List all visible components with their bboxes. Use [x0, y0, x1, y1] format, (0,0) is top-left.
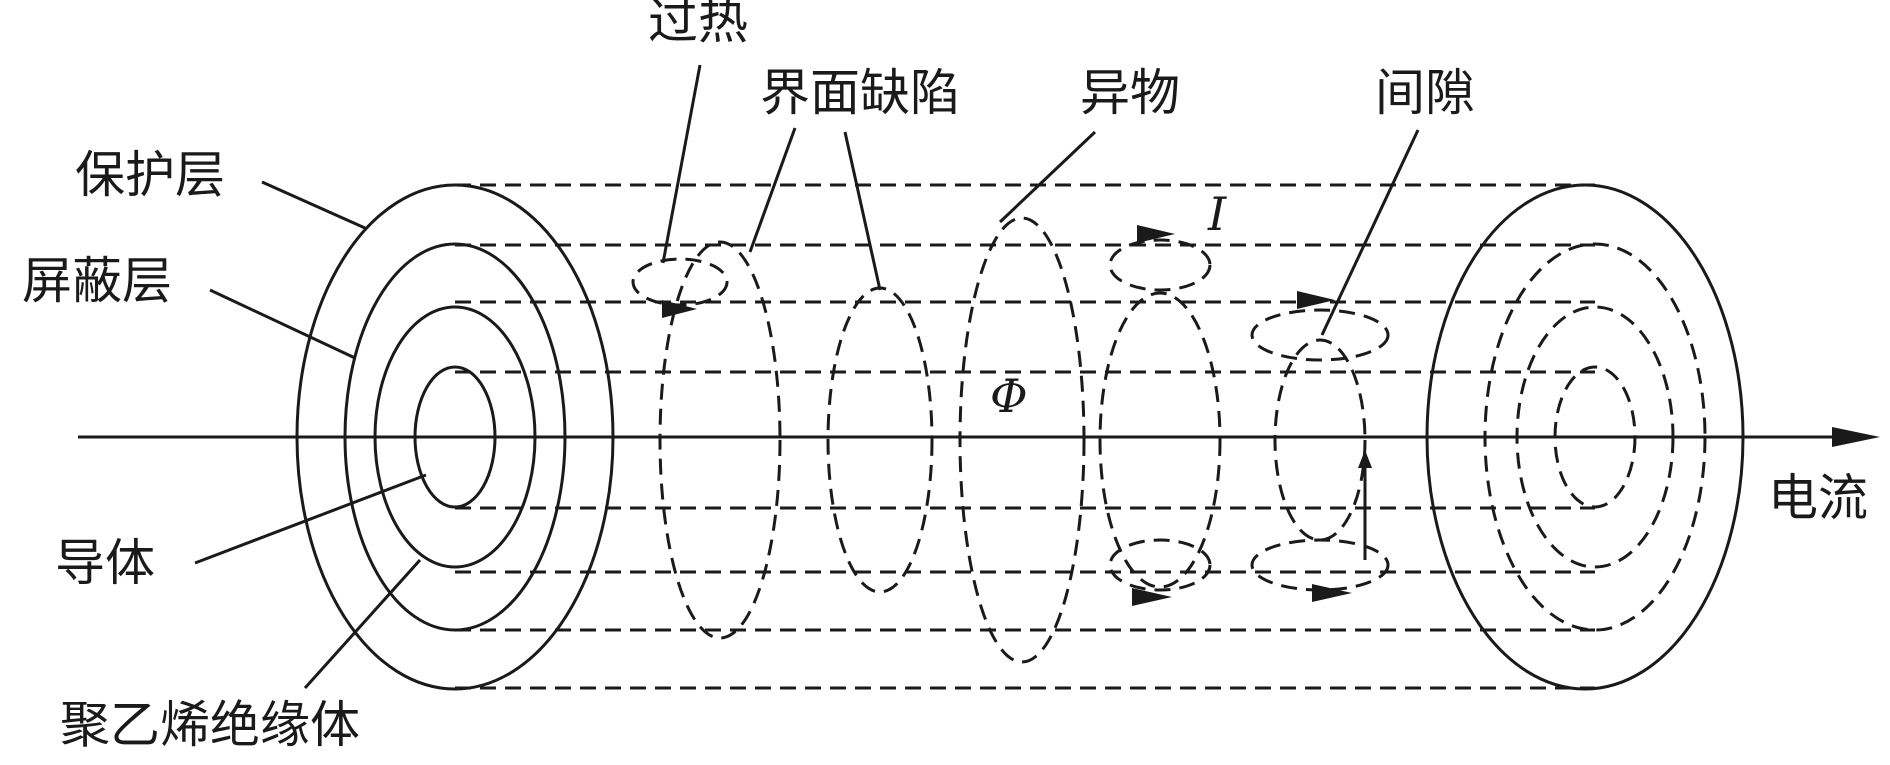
label-insulation: 聚乙烯绝缘体 [60, 696, 360, 754]
interface-defect-ring [826, 286, 934, 594]
current-bottom-arrow [1132, 588, 1172, 606]
gap-ring [1273, 338, 1367, 542]
label-shield-layer: 屏蔽层 [22, 252, 172, 310]
gap-top-arrow [1297, 291, 1335, 309]
interface-leader-right [843, 131, 882, 291]
gap-leader [1320, 129, 1420, 336]
symbol-current: I [1207, 187, 1227, 241]
insulation-leader [303, 558, 422, 690]
leader-lines [194, 64, 1420, 690]
label-interface-defect: 界面缺陷 [760, 64, 960, 122]
shield-layer-leader [209, 288, 356, 360]
current-top-arrow [1137, 225, 1175, 243]
label-overheat: 过热 [648, 0, 748, 50]
label-conductor: 导体 [55, 534, 155, 592]
label-foreign-object: 异物 [1080, 64, 1180, 122]
current-loop-top [1108, 238, 1212, 292]
symbol-flux: Φ [990, 369, 1028, 423]
overheat-leader [661, 64, 702, 264]
gap-bottom-arrow [1312, 584, 1352, 602]
protective-layer-leader [261, 180, 366, 230]
interface-leader-left [748, 127, 797, 253]
ring-1 [658, 240, 782, 640]
labels: 过热 界面缺陷 异物 间隙 保护层 屏蔽层 导体 聚乙烯绝缘体 电流 Φ I [22, 0, 1868, 754]
loop-arrows [662, 225, 1372, 606]
overheat-arrow [662, 300, 697, 318]
gap-loop-bottom [1250, 538, 1390, 592]
axis-arrowhead [1832, 427, 1880, 447]
flux-ring-tall [1098, 291, 1222, 589]
current-axis [78, 427, 1880, 447]
foreign-object-leader [998, 130, 1097, 224]
label-protective-layer: 保护层 [75, 146, 225, 204]
foreign-object-ring [958, 216, 1086, 664]
conductor-leader [194, 473, 427, 565]
current-loop-bottom [1108, 538, 1212, 592]
label-current: 电流 [1768, 469, 1868, 527]
overheat-ring [631, 257, 729, 307]
gap-vertical-arrow [1358, 450, 1372, 468]
gap-loop-top [1250, 308, 1390, 362]
defect-rings [631, 216, 1390, 664]
cable-longitudinal-lines [455, 183, 1595, 690]
label-gap: 间隙 [1375, 64, 1475, 122]
